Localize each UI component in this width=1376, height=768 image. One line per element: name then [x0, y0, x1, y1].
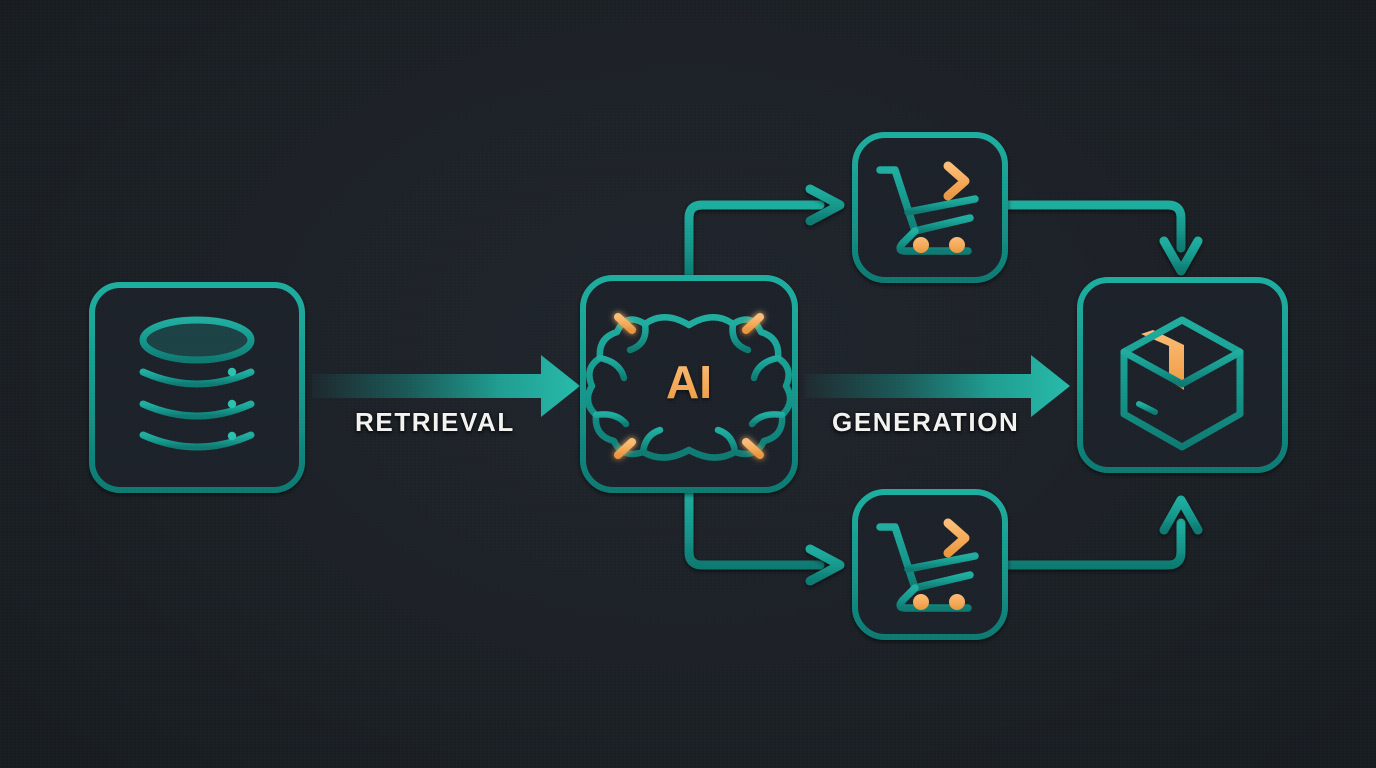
retrieval-arrow — [312, 355, 580, 417]
branch-ai-to-cart-bottom-path — [684, 485, 825, 570]
branch-cart-top-to-package-path — [1000, 200, 1186, 253]
arrowhead-down-to-package — [1159, 236, 1203, 276]
spark-ray-top-right — [742, 313, 764, 334]
branch-ai-to-cart-top-path — [684, 200, 825, 283]
spark-rays-icon — [614, 313, 764, 459]
database-icon — [139, 316, 255, 451]
package-node[interactable] — [1077, 277, 1288, 473]
shopping-cart-arrow-icon — [876, 518, 979, 612]
package-tape — [1141, 330, 1184, 390]
retrieval-edge-label: RETRIEVAL — [355, 407, 515, 437]
brain-icon — [584, 314, 794, 461]
branch-cart-bottom-to-package-path — [1000, 518, 1186, 570]
ai-brain-label: AI — [666, 356, 712, 408]
retrieval-arrow-shape — [312, 355, 580, 417]
database-node[interactable] — [89, 282, 305, 493]
generation-arrow-shape — [805, 355, 1070, 417]
cart-wheel-left — [913, 594, 929, 610]
cart-node-bottom[interactable] — [852, 489, 1008, 640]
spark-ray-top-left — [614, 313, 636, 334]
arrowhead-to-cart-bottom — [805, 544, 845, 586]
shopping-cart-arrow-icon — [876, 161, 979, 255]
connector-arrowheads — [805, 184, 1203, 586]
arrowhead-up-to-package — [1159, 495, 1203, 535]
cart-node-top[interactable] — [852, 132, 1008, 283]
cart-wheel-right — [949, 594, 965, 610]
spark-ray-bottom-right — [742, 438, 764, 459]
cart-wheel-right — [949, 237, 965, 253]
cart-arrow-right-icon — [913, 518, 970, 558]
package-box-icon — [1120, 316, 1244, 451]
generation-arrow — [805, 355, 1070, 417]
generation-edge-label: GENERATION — [832, 407, 1020, 437]
cart-wheel-left — [913, 237, 929, 253]
cart-arrow-right-icon — [913, 161, 970, 201]
ai-brain-node[interactable]: AI — [580, 275, 798, 493]
connector-layer — [684, 200, 1186, 570]
spark-ray-bottom-left — [614, 438, 636, 459]
arrowhead-to-cart-top — [805, 184, 845, 226]
